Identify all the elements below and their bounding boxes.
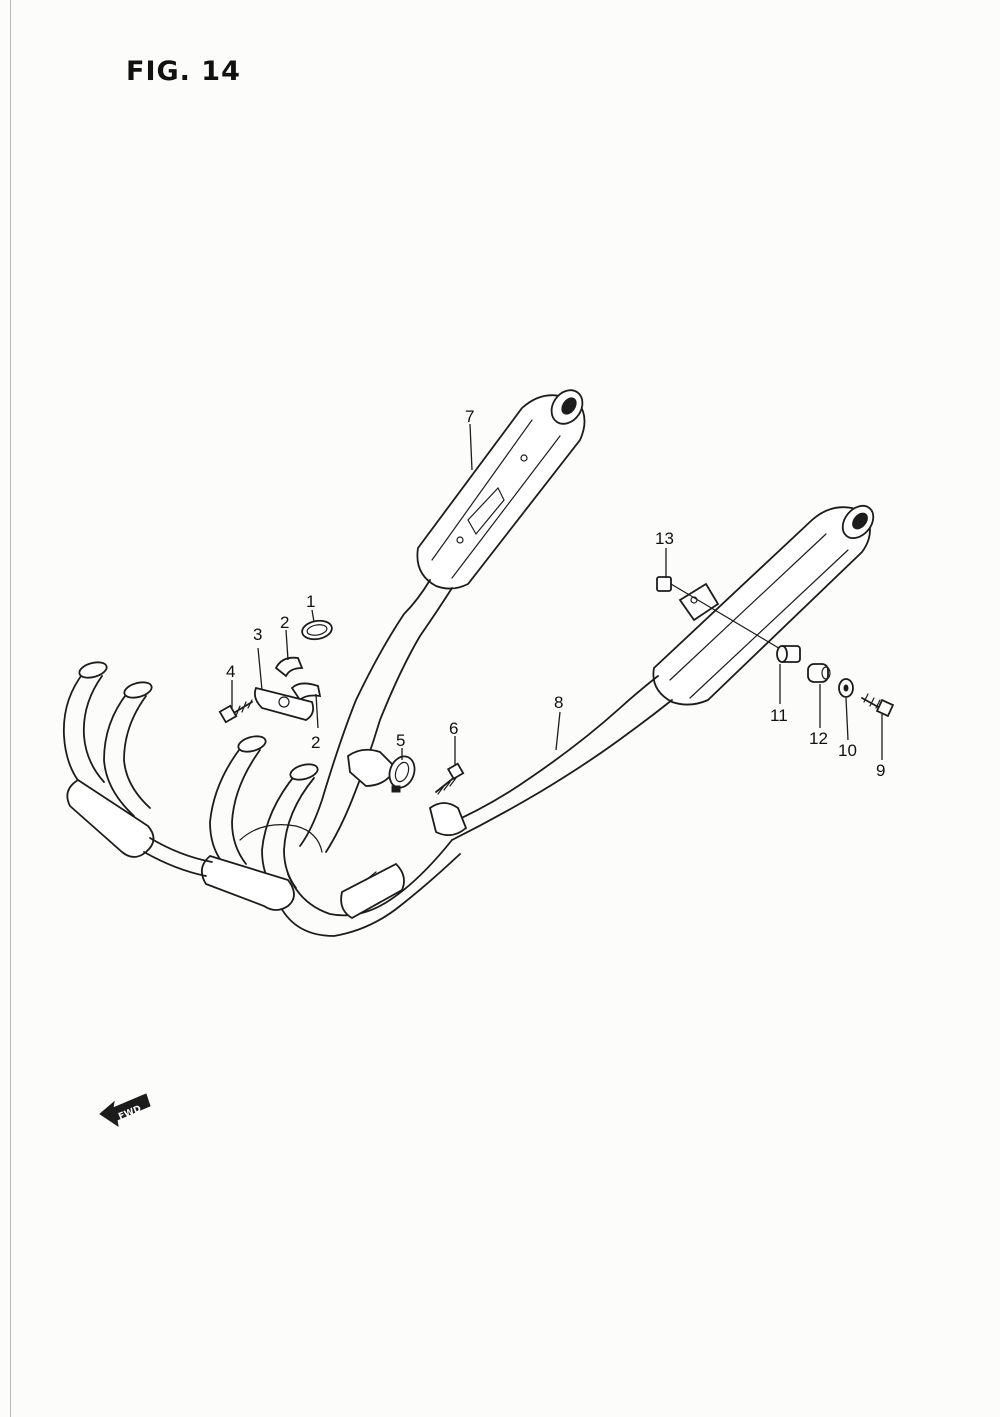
link-pipe-left (299, 579, 453, 853)
leader-lines (231, 423, 883, 766)
callout-2b: 2 (311, 733, 320, 752)
forward-direction-arrow: FWD (99, 1093, 151, 1128)
callout-5: 5 (396, 731, 405, 750)
flange-bolt (218, 699, 253, 724)
callout-8: 8 (554, 693, 563, 712)
header-pipes (62, 661, 319, 911)
callout-12: 12 (809, 729, 828, 748)
callout-13: 13 (655, 529, 674, 548)
split-collar-upper (274, 656, 304, 678)
callout-2a: 2 (280, 613, 289, 632)
mount-spacer (776, 645, 801, 663)
binding-margin-line (10, 0, 11, 1417)
mount-nut (656, 576, 672, 592)
callout-10: 10 (838, 741, 857, 760)
callout-11: 11 (770, 706, 788, 725)
mount-cushion (807, 663, 831, 683)
mount-bolt (861, 693, 895, 718)
flange-plate (253, 686, 315, 721)
figure-title: FIG. 14 (126, 56, 241, 87)
callout-3: 3 (253, 625, 262, 644)
split-collar-lower (290, 682, 322, 702)
callout-9: 9 (876, 761, 885, 780)
clamp-bolt (435, 762, 465, 795)
callout-labels: 1 2 2 3 4 5 6 7 8 9 10 11 12 13 (226, 407, 885, 780)
exhaust-clamp (388, 755, 416, 793)
callout-1: 1 (306, 592, 315, 611)
callout-4: 4 (226, 662, 235, 681)
gasket-ring (301, 619, 333, 641)
callout-7: 7 (465, 407, 474, 426)
link-pipe-right (428, 675, 673, 841)
muffler-left (416, 389, 586, 590)
muffler-right (652, 504, 875, 706)
callout-6: 6 (449, 719, 458, 738)
exhaust-collector (239, 824, 461, 937)
